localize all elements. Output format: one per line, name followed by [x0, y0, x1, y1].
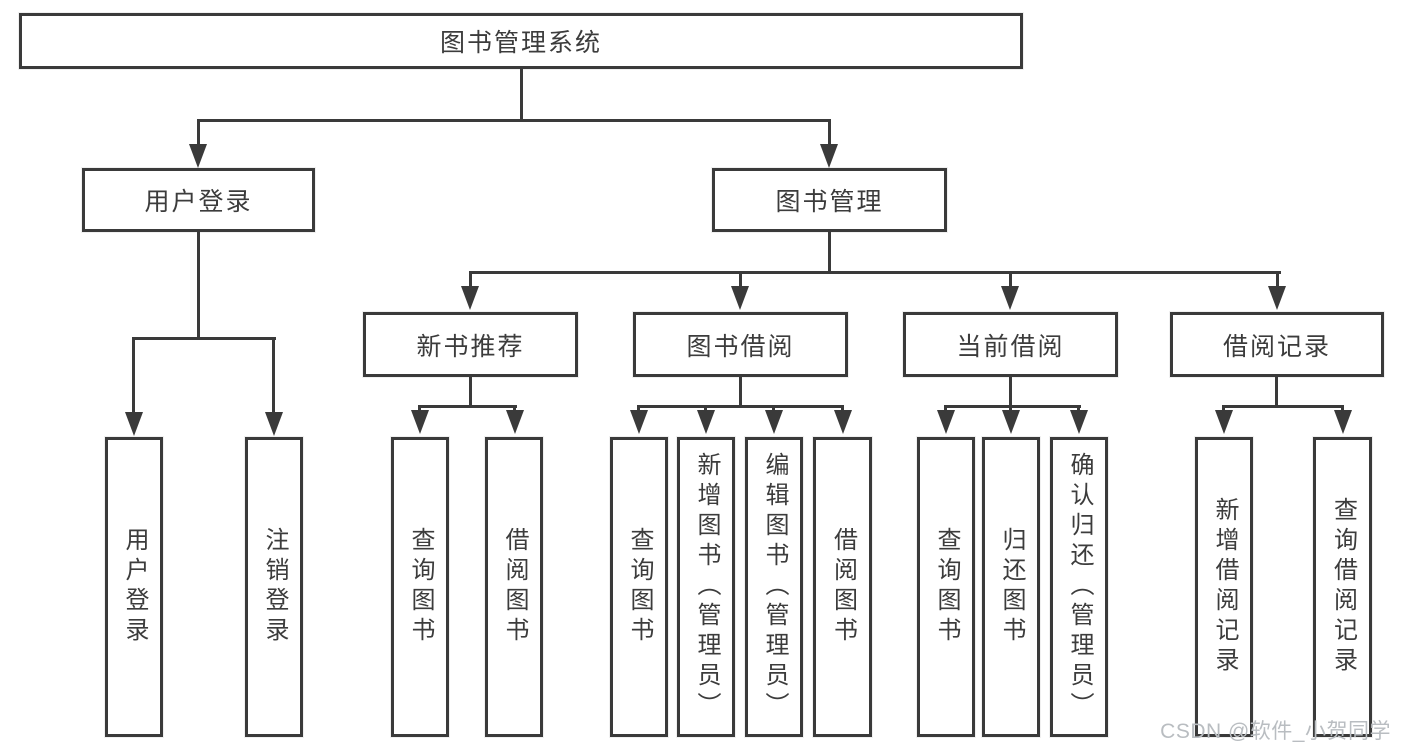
leaf-borrow-books-borrowing: 借阅图书: [813, 437, 872, 737]
arrow-down-icon: [630, 410, 648, 434]
arrow-down-icon: [1334, 410, 1352, 434]
arrow-down-icon: [125, 412, 143, 436]
connector-line: [418, 405, 517, 408]
arrow-down-icon: [1215, 410, 1233, 434]
connector-line: [418, 405, 421, 412]
leaf-logout: 注销登录: [245, 437, 303, 737]
connector-line: [272, 337, 275, 415]
leaf-search-books-recommend: 查询图书: [391, 437, 449, 737]
connector-line: [469, 271, 1281, 274]
node-label: 新增图书（管理员）: [693, 452, 720, 722]
node-label: 图书借阅: [686, 332, 795, 361]
leaf-add-books-admin: 新增图书（管理员）: [677, 437, 735, 737]
connector-line: [513, 405, 516, 412]
arrow-down-icon: [937, 410, 955, 434]
node-label: 借阅图书: [501, 527, 528, 647]
connector-line: [739, 377, 742, 408]
connector-line: [1222, 405, 1225, 412]
connector-line: [197, 119, 831, 122]
node-root: 图书管理系统: [19, 13, 1023, 69]
node-label: 查询图书: [626, 527, 653, 647]
node-label: 新增借阅记录: [1211, 497, 1238, 677]
arrow-down-icon: [820, 144, 838, 168]
connector-line: [1276, 271, 1279, 288]
connector-line: [704, 405, 707, 412]
arrow-down-icon: [189, 144, 207, 168]
arrow-down-icon: [1070, 410, 1088, 434]
arrow-down-icon: [697, 410, 715, 434]
connector-line: [828, 119, 831, 146]
node-label: 图书管理: [775, 188, 884, 216]
node-borrowing-records: 借阅记录: [1170, 312, 1384, 377]
connector-line: [520, 69, 523, 122]
arrow-down-icon: [411, 410, 429, 434]
arrow-down-icon: [265, 412, 283, 436]
connector-line: [944, 405, 1081, 408]
node-label: 归还图书: [998, 527, 1025, 647]
leaf-return-books: 归还图书: [982, 437, 1040, 737]
connector-line: [1009, 271, 1012, 288]
connector-line: [469, 271, 472, 288]
leaf-user-login: 用户登录: [105, 437, 163, 737]
connector-line: [772, 405, 775, 412]
arrow-down-icon: [1268, 286, 1286, 310]
node-label: 查询借阅记录: [1329, 497, 1357, 677]
connector-line: [828, 232, 831, 274]
connector-line: [739, 271, 742, 288]
leaf-add-borrow-record: 新增借阅记录: [1195, 437, 1253, 737]
connector-line: [469, 377, 472, 408]
connector-line: [944, 405, 947, 412]
connector-line: [197, 232, 200, 339]
node-book-borrowing: 图书借阅: [633, 312, 848, 377]
connector-line: [1222, 405, 1344, 408]
connector-line: [1009, 405, 1012, 412]
leaf-search-borrow-record: 查询借阅记录: [1313, 437, 1372, 737]
connector-line: [1077, 405, 1080, 412]
watermark: CSDN @软件_小贺同学: [1160, 720, 1391, 743]
arrow-down-icon: [731, 286, 749, 310]
node-label: 图书管理系统: [439, 29, 602, 57]
arrow-down-icon: [1002, 410, 1020, 434]
arrow-down-icon: [1001, 286, 1019, 310]
node-label: 确认归还（管理员）: [1066, 452, 1093, 722]
connector-line: [637, 405, 844, 408]
leaf-search-books-borrowing: 查询图书: [610, 437, 668, 737]
arrow-down-icon: [461, 286, 479, 310]
node-label: 借阅记录: [1222, 332, 1331, 361]
arrow-down-icon: [834, 410, 852, 434]
connector-line: [132, 337, 276, 340]
connector-line: [1341, 405, 1344, 412]
node-label: 查询图书: [933, 527, 960, 647]
node-label: 借阅图书: [829, 527, 857, 647]
node-label: 用户登录: [121, 527, 148, 647]
node-label: 查询图书: [407, 527, 434, 647]
connector-line: [1275, 377, 1278, 408]
connector-line: [841, 405, 844, 412]
connector-line: [197, 119, 200, 146]
node-user-login: 用户登录: [82, 168, 315, 232]
arrow-down-icon: [506, 410, 524, 434]
leaf-search-books-current: 查询图书: [917, 437, 975, 737]
connector-line: [1009, 377, 1012, 408]
node-label: 新书推荐: [416, 332, 525, 361]
connector-line: [637, 405, 640, 412]
connector-line: [132, 337, 135, 415]
node-new-book-recommendation: 新书推荐: [363, 312, 578, 377]
node-current-borrowing: 当前借阅: [903, 312, 1118, 377]
node-label: 注销登录: [261, 527, 288, 647]
leaf-edit-books-admin: 编辑图书（管理员）: [745, 437, 803, 737]
node-book-management: 图书管理: [712, 168, 947, 232]
node-label: 用户登录: [144, 188, 253, 216]
leaf-borrow-books-recommend: 借阅图书: [485, 437, 543, 737]
node-label: 当前借阅: [956, 332, 1065, 361]
leaf-confirm-return-admin: 确认归还（管理员）: [1050, 437, 1108, 737]
arrow-down-icon: [765, 410, 783, 434]
node-label: 编辑图书（管理员）: [761, 452, 788, 722]
